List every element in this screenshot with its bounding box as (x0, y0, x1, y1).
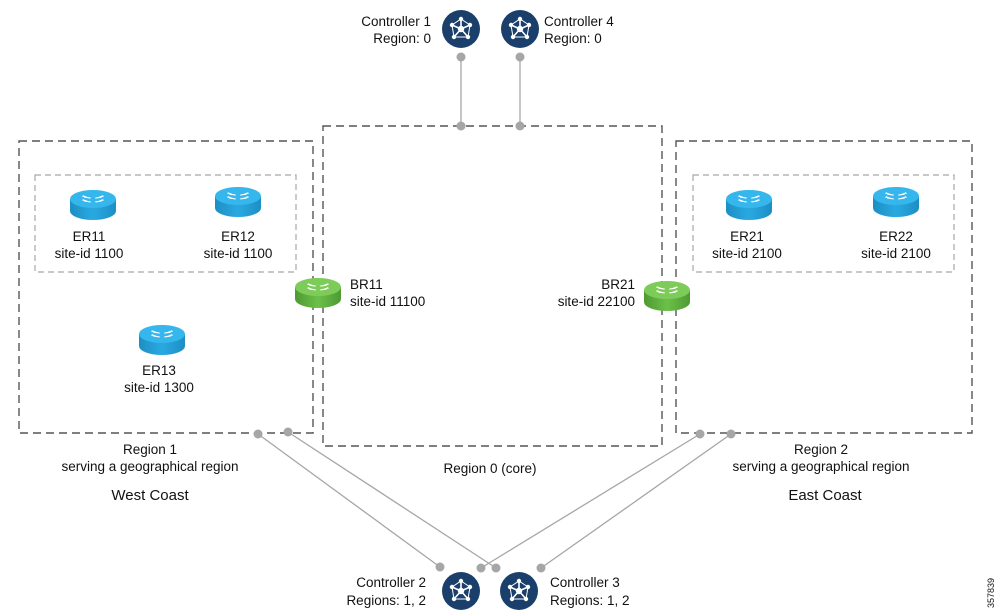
dot-region2-bottom-2 (726, 429, 736, 439)
router-icon (70, 190, 116, 220)
router-er13-name: ER13 (142, 363, 176, 378)
controller-1-region: Region: 0 (373, 31, 431, 46)
router-er12-name: ER12 (221, 229, 255, 244)
link-c3-region1-b (287, 431, 497, 569)
dot-c3-left (491, 563, 501, 573)
router-er12-site: site-id 1100 (204, 246, 273, 261)
dot-region1-bottom-2 (283, 427, 293, 437)
controller-4: Controller 4 Region: 0 (500, 9, 614, 49)
controller-1-name: Controller 1 (361, 14, 431, 29)
controller-3-region: Regions: 1, 2 (550, 593, 630, 608)
dot-c1-bottom (456, 52, 466, 62)
controller-3: Controller 3 Regions: 1, 2 (499, 571, 630, 611)
link-c2-region1-a (257, 433, 441, 568)
router-er22-site: site-id 2100 (861, 246, 931, 261)
controller-3-name: Controller 3 (550, 575, 620, 590)
region-1-area: West Coast (111, 487, 189, 504)
connection-dots (253, 52, 736, 573)
controller-1: Controller 1 Region: 0 (361, 9, 481, 49)
figure-id: 357839 (986, 578, 996, 608)
link-c2-region2-a (480, 433, 701, 569)
dot-region1-bottom-1 (253, 429, 263, 439)
region-1-desc: serving a geographical region (61, 459, 238, 474)
controller-2: Controller 2 Regions: 1, 2 (346, 571, 481, 611)
controller-icon (499, 571, 539, 611)
dot-region0-top-2 (515, 121, 525, 131)
region-1-name: Region 1 (123, 442, 177, 457)
router-er22-name: ER22 (879, 229, 913, 244)
router-er21: ER21 site-id 2100 (712, 190, 782, 261)
site-group-boxes (34, 174, 955, 273)
region-2-desc: serving a geographical region (732, 459, 909, 474)
router-br11-site: site-id 11100 (350, 294, 425, 309)
router-er12: ER12 site-id 1100 (204, 187, 273, 261)
site-group-region-2 (692, 174, 955, 273)
region-0-label: Region 0 (core) (443, 461, 536, 476)
region-2-label: Region 2 serving a geographical region E… (732, 442, 909, 504)
controller-icon (500, 9, 540, 49)
router-er21-name: ER21 (730, 229, 764, 244)
dot-c2-left (435, 562, 445, 572)
router-icon (295, 278, 341, 308)
router-br21-site: site-id 22100 (558, 294, 635, 309)
controller-2-region: Regions: 1, 2 (346, 593, 426, 608)
dot-c2-right (476, 563, 486, 573)
dot-region0-top-1 (456, 121, 466, 131)
router-icon (644, 281, 690, 311)
router-icon (139, 325, 185, 355)
controller-icon (441, 9, 481, 49)
router-br21-name: BR21 (601, 277, 635, 292)
router-er22: ER22 site-id 2100 (861, 187, 931, 261)
connector-lines (257, 57, 732, 569)
router-er11: ER11 site-id 1100 (55, 190, 124, 261)
router-er21-site: site-id 2100 (712, 246, 782, 261)
link-c3-region2-b (540, 433, 732, 569)
router-icon (726, 190, 772, 220)
router-br11-name: BR11 (350, 277, 383, 292)
router-icon (215, 187, 261, 217)
region-1-label: Region 1 serving a geographical region W… (61, 442, 238, 504)
controller-2-name: Controller 2 (356, 575, 426, 590)
region-2-area: East Coast (788, 487, 862, 504)
controller-4-name: Controller 4 (544, 14, 614, 29)
region-1-box (18, 140, 314, 434)
router-br21: BR21 site-id 22100 (558, 277, 690, 311)
region-0-name: Region 0 (core) (443, 461, 536, 476)
dot-c3-right (536, 563, 546, 573)
region-2-name: Region 2 (794, 442, 848, 457)
router-er13-site: site-id 1300 (124, 380, 194, 395)
router-er11-name: ER11 (73, 229, 106, 244)
router-br11: BR11 site-id 11100 (295, 277, 425, 309)
site-group-region-1 (34, 174, 297, 273)
router-er11-site: site-id 1100 (55, 246, 124, 261)
controller-icon (441, 571, 481, 611)
router-icon (873, 187, 919, 217)
region-2-box (675, 140, 973, 434)
region-boxes (18, 125, 973, 447)
dot-region2-bottom-1 (695, 429, 705, 439)
controller-4-region: Region: 0 (544, 31, 602, 46)
dot-c4-bottom (515, 52, 525, 62)
router-er13: ER13 site-id 1300 (124, 325, 194, 395)
